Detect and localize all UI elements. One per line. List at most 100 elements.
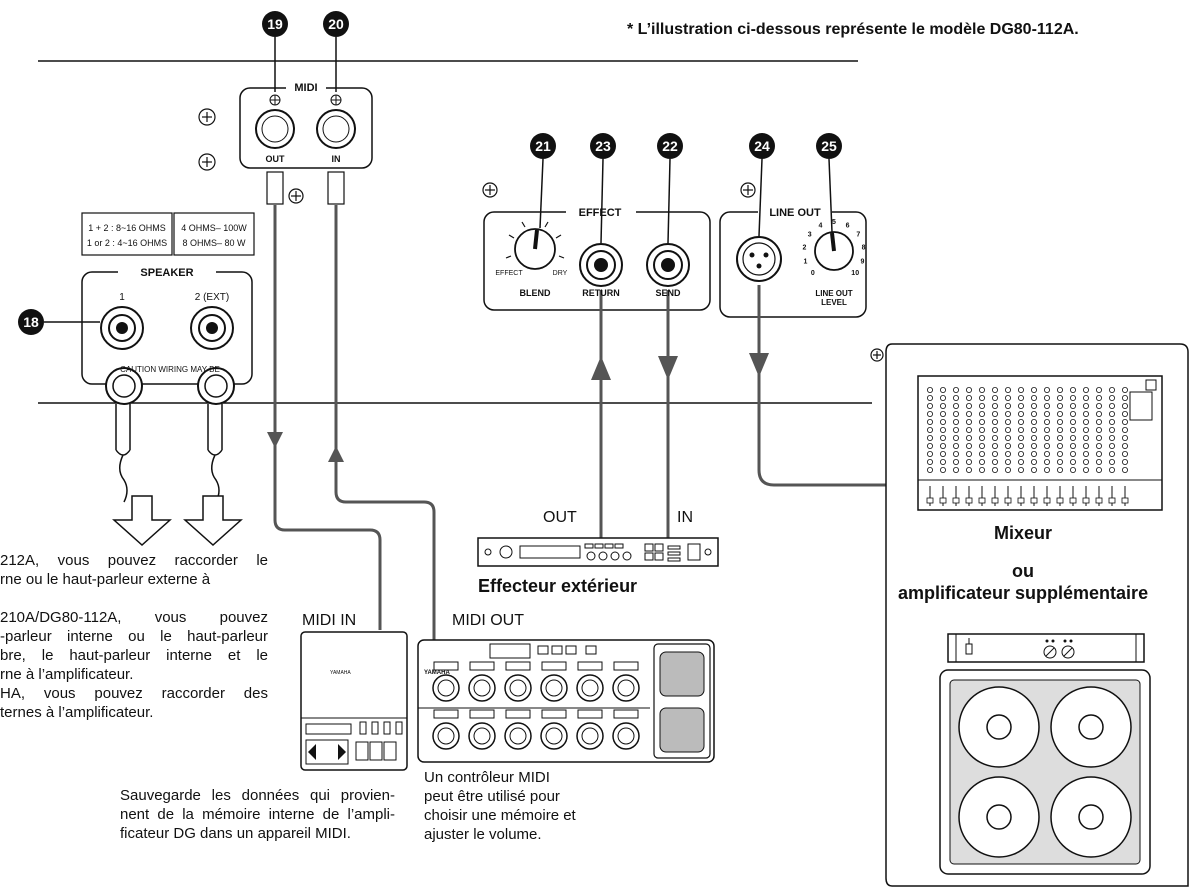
mixer-fader — [965, 497, 973, 504]
mixer-fader — [1004, 497, 1012, 504]
mixer-fader — [926, 497, 934, 504]
callout-19-text: 19 — [267, 16, 283, 32]
speaker-cabinet — [939, 669, 1151, 875]
mixer-knob — [1070, 410, 1077, 417]
mixer-knob — [1096, 402, 1103, 409]
speaker-warning: CAUTION WIRING MAY BE — [120, 365, 220, 374]
lineout-level-line1: LINE OUT — [815, 289, 852, 298]
speaker-jack-1-label: 1 — [119, 292, 125, 303]
save-caption-line: nent de la mémoire interne de l’ampli- — [120, 806, 395, 823]
mixer-knob — [1057, 426, 1064, 433]
controller-caption-line: Un contrôleur MIDI — [424, 769, 550, 786]
mixer-knob — [1109, 450, 1116, 457]
callout-21-text: 21 — [535, 138, 551, 154]
effect-unit-caption: Effecteur extérieur — [478, 576, 638, 596]
switch-label-box — [541, 661, 567, 671]
mixer-knob — [1083, 386, 1090, 393]
mixer-fader — [1069, 497, 1077, 504]
foot-switch-cap — [473, 679, 491, 697]
mixer-knob — [966, 466, 973, 473]
down-arrow-icon — [183, 495, 243, 547]
midi-out-device-label: MIDI OUT — [452, 612, 524, 629]
mixer-knob — [940, 466, 947, 473]
mixer-knob — [979, 394, 986, 401]
mixer-caption-line1: Mixeur — [993, 523, 1053, 543]
speaker-panel-title: SPEAKER — [140, 267, 193, 279]
mixer-knob — [966, 394, 973, 401]
mixer-knob — [1005, 434, 1012, 441]
mixer-knob — [966, 426, 973, 433]
storage-brand: YAMAHA — [330, 670, 351, 676]
speaker-text-line: 212A, vous pouvez raccorder le — [0, 552, 268, 569]
mixer-knob — [979, 466, 986, 473]
mixer-knob — [1005, 418, 1012, 425]
mixer-knob — [1005, 386, 1012, 393]
mixer-knob — [1005, 466, 1012, 473]
mixer-caption-line2: ou — [1012, 561, 1034, 581]
mixer-knob — [1070, 418, 1077, 425]
mixer-knob — [927, 434, 934, 441]
mixer-knob — [1109, 434, 1116, 441]
mixer-knob — [927, 426, 934, 433]
power-amplifier — [947, 633, 1145, 663]
mixer-fader — [1121, 497, 1129, 504]
mixer-knob — [1096, 450, 1103, 457]
mixer-knob — [992, 450, 999, 457]
mixer-knob — [940, 434, 947, 441]
mixer-knob — [992, 426, 999, 433]
down-arrow-icon — [658, 356, 678, 380]
mixer-knob — [940, 458, 947, 465]
switch-label-box — [469, 661, 495, 671]
mixer-knob — [1096, 434, 1103, 441]
mixer-knob — [992, 466, 999, 473]
callout-24-text: 24 — [754, 138, 770, 154]
callout-18 — [18, 309, 44, 335]
mixer-knob — [1057, 402, 1064, 409]
callout-markers: 19 20 21 23 22 24 25 18 — [18, 11, 842, 335]
mixer-knob — [927, 410, 934, 417]
up-arrow-icon — [328, 446, 344, 462]
mixer-knob — [966, 442, 973, 449]
mixer-knob — [1109, 418, 1116, 425]
mixer-knob — [1122, 386, 1129, 393]
mixer-knob — [1057, 418, 1064, 425]
mixer-knob — [1083, 434, 1090, 441]
mixer-knob — [940, 442, 947, 449]
speaker-text-line: -parleur interne ou le haut-parleur — [0, 628, 268, 645]
foot-switch-cap — [617, 727, 635, 745]
external-effect-unit — [477, 537, 719, 567]
mixer-knob — [1044, 410, 1051, 417]
save-caption-line: ficateur DG dans un appareil MIDI. — [120, 825, 351, 842]
mixer-knob — [927, 386, 934, 393]
mixer-knob — [1018, 434, 1025, 441]
mixer-knob — [1083, 410, 1090, 417]
speaker-connection-text: 212A, vous pouvez raccorder le rne ou le… — [0, 551, 268, 722]
mixer-knob — [1083, 458, 1090, 465]
mixer-knob — [1018, 458, 1025, 465]
mixer-knob — [992, 386, 999, 393]
down-arrow-icon — [749, 353, 769, 377]
mixer-knob — [1070, 450, 1077, 457]
lineout-scale-label: 1 — [804, 258, 808, 265]
mixer-knob — [1122, 450, 1129, 457]
mixer-knob — [966, 434, 973, 441]
mixer-knob — [992, 394, 999, 401]
mixer-knob — [1018, 426, 1025, 433]
mixer-knob — [979, 426, 986, 433]
mixer-knob — [1083, 418, 1090, 425]
mixer-knob — [966, 458, 973, 465]
foot-switch-cap — [437, 679, 455, 697]
midi-foot-controller — [417, 639, 715, 763]
switch-label-box — [613, 661, 639, 671]
mixer-knob — [1109, 426, 1116, 433]
mixer-knob — [1031, 466, 1038, 473]
foot-switch-cap — [545, 679, 563, 697]
mixer-knob — [966, 418, 973, 425]
mixer-knob — [992, 410, 999, 417]
mixer-knob — [1122, 442, 1129, 449]
mixer-fader — [1108, 497, 1116, 504]
mixer-knob — [1070, 386, 1077, 393]
mixer-knob — [1109, 386, 1116, 393]
switch-label-box — [469, 709, 495, 719]
callout-24 — [749, 133, 775, 159]
